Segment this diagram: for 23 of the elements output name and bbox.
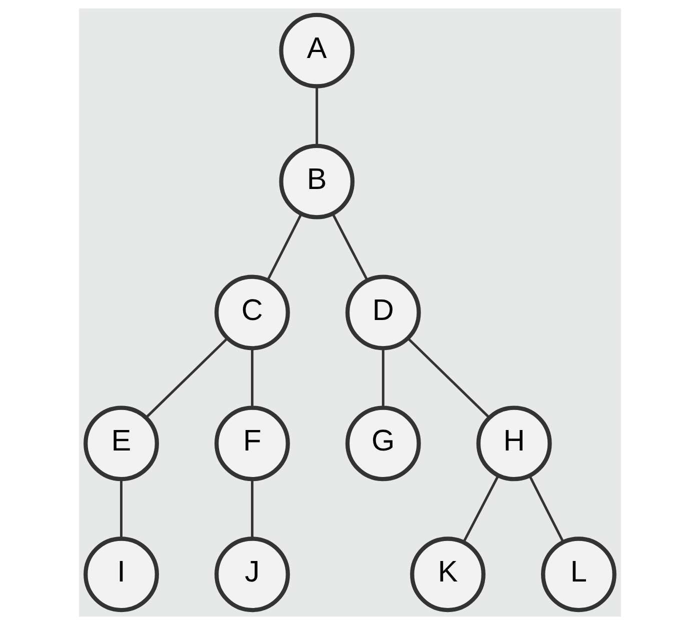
connector [462, 475, 500, 543]
connector [120, 479, 122, 538]
node-circle: G [345, 406, 421, 482]
node-circle: C [214, 274, 290, 350]
node-circle: K [410, 536, 486, 612]
node-circle: L [541, 536, 616, 612]
connector [316, 86, 318, 146]
node-circle: B [279, 144, 355, 220]
node-circle: D [345, 274, 421, 350]
connector [266, 214, 302, 281]
connector [250, 479, 254, 538]
node-circle: H [476, 406, 552, 482]
connector [145, 338, 228, 419]
connector [382, 348, 384, 408]
node-circle: J [214, 536, 290, 612]
node-circle: F [214, 406, 290, 482]
node-circle: A [279, 12, 355, 88]
node-circle: E [84, 406, 159, 482]
connector [250, 348, 254, 408]
node-circle: I [84, 536, 159, 612]
connector [408, 338, 490, 419]
connector [528, 475, 564, 543]
connector [332, 214, 368, 281]
